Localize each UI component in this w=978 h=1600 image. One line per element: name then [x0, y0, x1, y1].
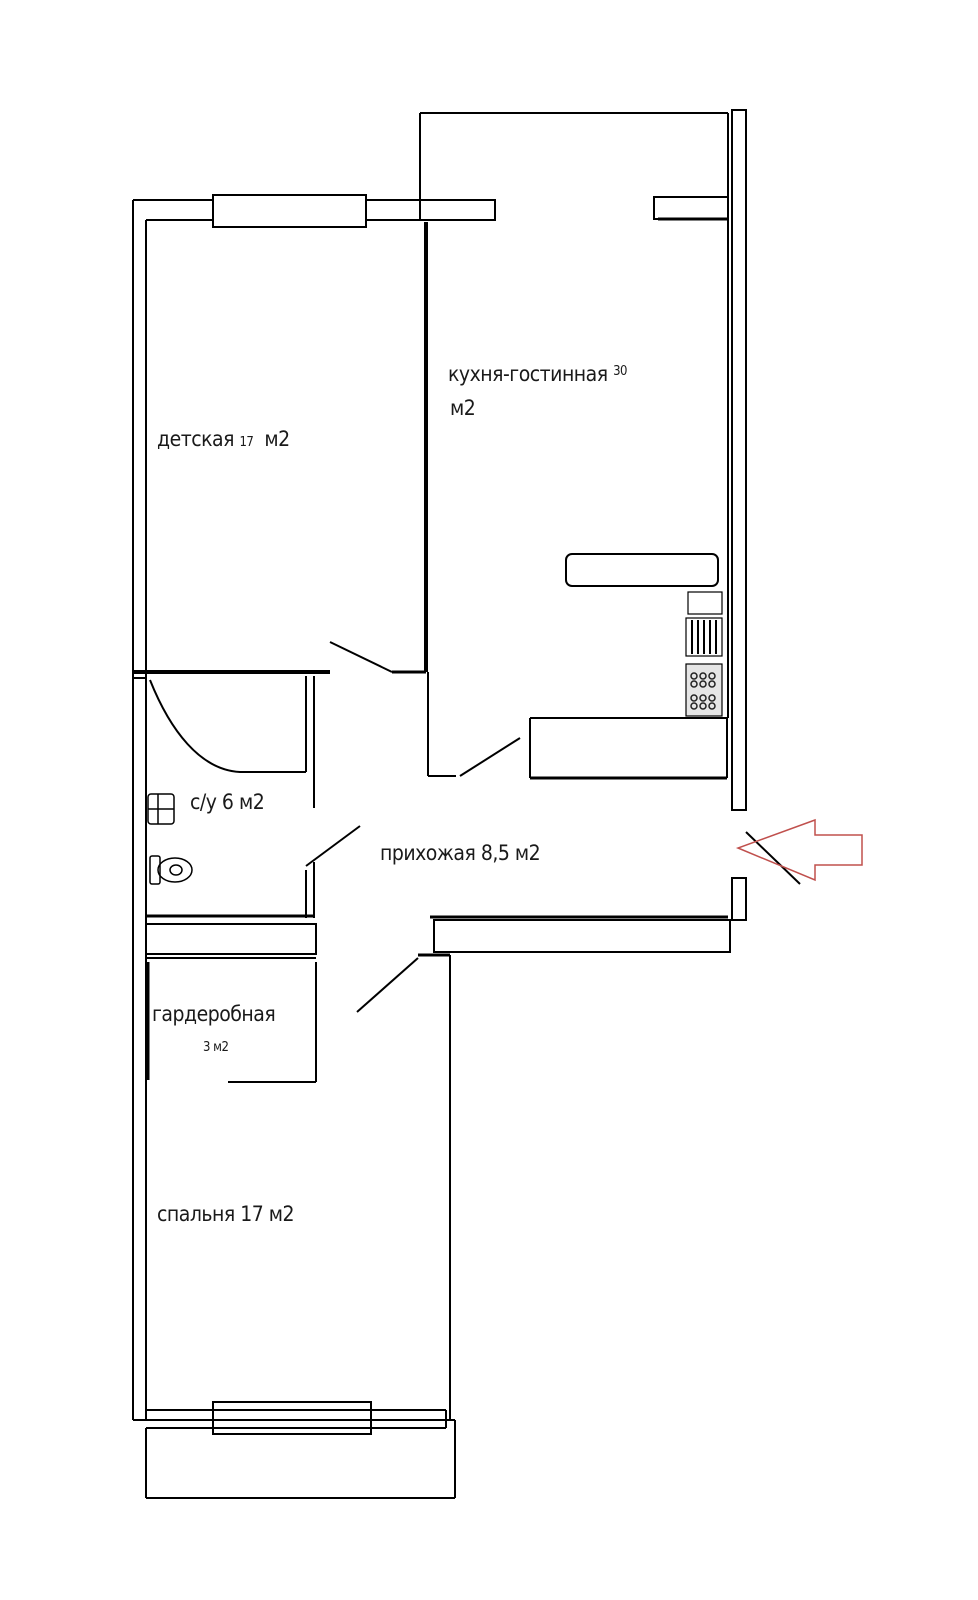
- entrance-arrow-icon: [735, 818, 863, 882]
- window-kids: [212, 194, 420, 228]
- kitchen-counter: [529, 717, 728, 780]
- sink-icon: [147, 793, 175, 825]
- hallway-lower-wall: [418, 915, 731, 1420]
- outer-wall-left: [132, 199, 213, 1420]
- wardrobe-walls: [145, 923, 317, 1083]
- room-unit-kitchen: м2: [450, 396, 476, 420]
- balcony: [145, 1419, 456, 1499]
- room-label-kids: детская 17 м2: [157, 427, 290, 451]
- room-name: кухня-гостинная: [448, 362, 608, 386]
- stove-fridge-icon: [685, 591, 723, 717]
- room-label-hallway: прихожая 8,5 м2: [380, 841, 541, 865]
- door-bedroom: [356, 957, 419, 1013]
- window-bedroom: [133, 1401, 447, 1435]
- toilet-icon: [149, 855, 193, 885]
- door-bathroom: [305, 825, 361, 867]
- door-kitchen: [459, 737, 521, 777]
- room-area: 30: [613, 364, 627, 379]
- room-name: детская: [157, 427, 234, 451]
- room-label-wardrobe: гардеробная: [152, 1002, 276, 1026]
- room-label-bedroom: спальня 17 м2: [157, 1202, 295, 1226]
- door-kids: [329, 641, 426, 674]
- room-label-kitchen: кухня-гостинная 30: [448, 362, 627, 386]
- kitchen-walls: [419, 109, 747, 811]
- room-unit: м2: [264, 427, 290, 451]
- entrance-door: [731, 831, 801, 921]
- kitchen-island: [565, 553, 719, 587]
- room-label-bathroom: с/у 6 м2: [190, 790, 265, 814]
- room-area-wardrobe: 3 м2: [203, 1040, 229, 1055]
- room-area: 17: [239, 435, 254, 450]
- bathroom-walls: [133, 670, 330, 918]
